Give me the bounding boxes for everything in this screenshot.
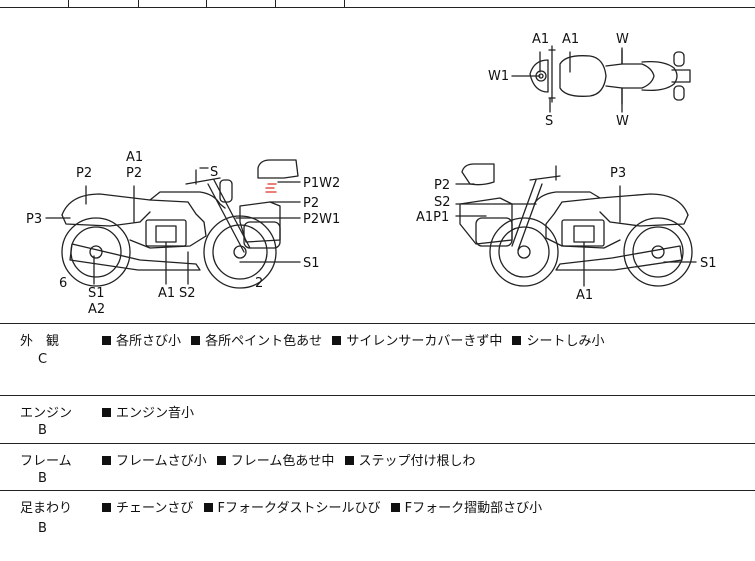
label-left-p2-mid: P2 [126,166,142,181]
label-left-a1: A1 [126,150,143,165]
label-left-p2w1: P2W1 [303,212,340,227]
bullet-square-icon [102,336,111,345]
label-top-a1-left: A1 [532,32,549,47]
note-item: フレームさび小 [116,454,207,469]
section-title: 外 観 [20,334,60,349]
note-item: ステップ付け根しわ [358,454,476,469]
label-right-s1: S1 [700,256,717,271]
note-item: 各所さび小 [116,334,182,349]
label-left-p2-right: P2 [303,196,319,211]
note-item: 各所ペイント色あせ [205,334,323,349]
label-leader-lines [45,49,697,287]
label-left-s2: S2 [179,286,196,301]
bullet-square-icon [390,503,400,512]
bullet-square-icon [203,503,213,512]
label-right-a1p1: A1P1 [416,210,449,225]
section-notes: エンジン音小 [102,402,200,421]
label-right-p2: P2 [434,178,450,193]
left-side-motorcycle [61,159,299,289]
label-top-w-top: W [616,32,629,47]
bullet-square-icon [102,503,111,512]
label-left-s1-bottom: S1 [88,286,105,301]
label-top-a1-right: A1 [562,32,579,47]
label-top-w-bottom: W [616,114,629,129]
section-grade: B [38,471,47,486]
label-top-s: S [545,114,553,129]
right-side-motorcycle [459,163,693,287]
label-left-s: S [210,165,218,180]
bullet-square-icon [512,336,522,345]
label-left-p3: P3 [26,212,42,227]
section-frame: フレーム B フレームさび小 フレーム色あせ中 ステップ付け根しわ [0,444,755,491]
bullet-square-icon [344,456,354,465]
label-left-a2: A2 [88,302,105,317]
section-engine: エンジン B エンジン音小 [0,396,755,444]
label-left-6: 6 [59,276,67,291]
note-item: サイレンサーカバーきず中 [346,334,503,349]
label-left-p1w2: P1W2 [303,176,340,191]
label-left-p2-top: P2 [76,166,92,181]
strip-divider [68,0,69,7]
label-right-p3: P3 [610,166,626,181]
section-grade: C [38,352,48,367]
motorcycle-diagram: A1 A1 W W1 S W A1 P2 P2 S P1W2 P2 P2W1 P… [26,32,717,317]
section-title: エンジン [20,406,73,421]
section-title: フレーム [20,454,72,469]
bullet-square-icon [102,456,111,465]
note-item: チェーンさび [116,501,194,516]
top-view-motorcycle [529,45,691,105]
label-left-a1-bottom: A1 [158,286,175,301]
section-notes: フレームさび小 フレーム色あせ中 ステップ付け根しわ [102,450,482,469]
section-notes: チェーンさび Fフォークダストシールひび Fフォーク摺動部さび小 [102,497,548,516]
label-right-a1-bottom: A1 [576,288,593,303]
label-left-s1-right: S1 [303,256,320,271]
section-title: 足まわり [20,501,73,516]
label-right-s2: S2 [434,195,451,210]
section-grade: B [38,423,47,438]
damage-diagram-panel: A1 A1 W W1 S W A1 P2 P2 S P1W2 P2 P2W1 P… [0,8,755,324]
section-exterior: 外 観 C 各所さび小 各所ペイント色あせ サイレンサーカバーきず中 シートしみ… [0,324,755,396]
note-item: Fフォーク摺動部さび小 [404,501,543,516]
label-top-w1: W1 [488,69,509,84]
note-item: エンジン音小 [116,406,195,421]
strip-divider [275,0,276,7]
strip-divider [344,0,345,7]
section-suspension: 足まわり B チェーンさび Fフォークダストシールひび Fフォーク摺動部さび小 [0,491,755,561]
strip-divider [206,0,207,7]
diagram-labels: A1 A1 W W1 S W A1 P2 P2 S P1W2 P2 P2W1 P… [26,32,717,317]
bullet-square-icon [191,336,201,345]
note-item: フレーム色あせ中 [230,454,335,469]
note-item: シートしみ小 [526,334,605,349]
strip-divider [138,0,139,7]
section-notes: 各所さび小 各所ペイント色あせ サイレンサーカバーきず中 シートしみ小 [102,330,610,349]
top-table-strip [0,0,755,8]
label-left-2: 2 [255,276,263,291]
bullet-square-icon [216,456,226,465]
bullet-square-icon [332,336,342,345]
bullet-square-icon [102,408,111,417]
section-grade: B [38,521,47,536]
note-item: Fフォークダストシールひび [217,501,381,516]
